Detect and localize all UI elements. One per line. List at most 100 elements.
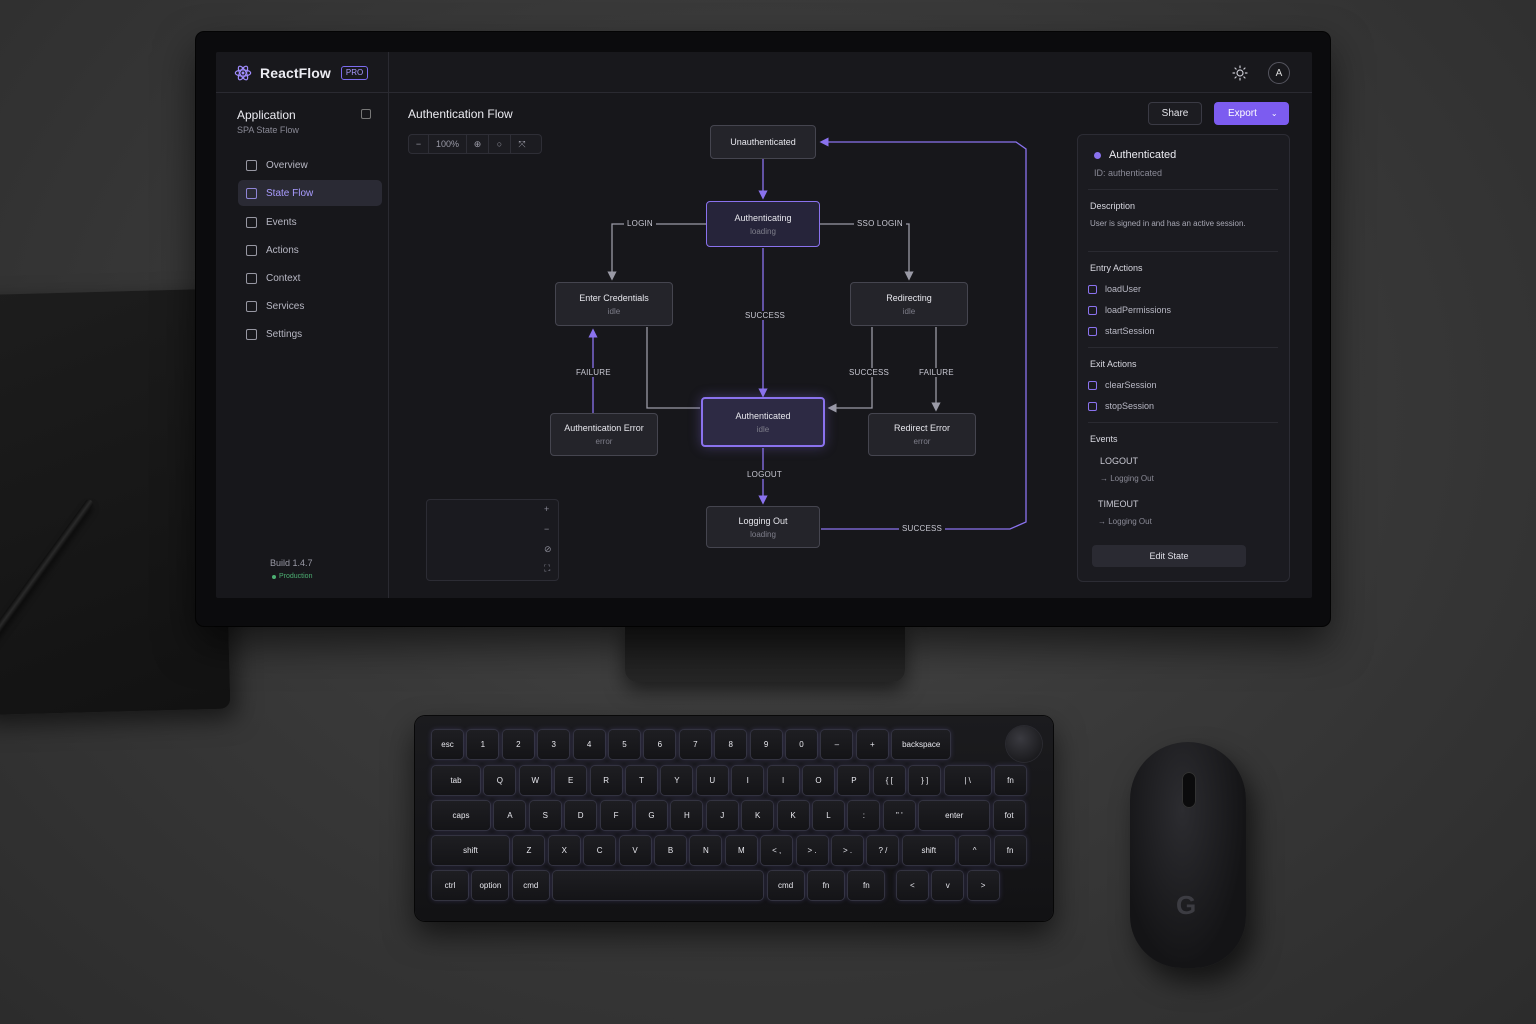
key[interactable]: : — [848, 801, 880, 830]
key[interactable]: + — [856, 730, 888, 759]
sidebar-item-settings[interactable]: Settings — [238, 321, 382, 347]
fullscreen-icon[interactable]: ⤧ — [518, 138, 526, 149]
node-redirecting[interactable]: Redirecting idle — [850, 282, 968, 326]
key[interactable]: K — [742, 801, 774, 830]
key[interactable]: esc — [432, 730, 463, 759]
key[interactable]: > . — [796, 836, 828, 865]
key[interactable]: 1 — [467, 730, 499, 759]
key[interactable]: 0 — [786, 730, 817, 759]
minimap-zoom-in-icon[interactable]: + — [544, 504, 550, 514]
key[interactable]: O — [803, 766, 834, 795]
key[interactable]: T — [626, 766, 657, 795]
key[interactable]: K — [777, 801, 809, 830]
exit-action-item[interactable]: stopSession — [1088, 401, 1154, 411]
key[interactable]: I — [767, 766, 799, 795]
key[interactable]: 9 — [750, 730, 782, 759]
theme-toggle-sun-icon[interactable] — [1232, 65, 1248, 81]
key[interactable]: option — [472, 871, 509, 900]
key[interactable]: V — [619, 836, 651, 865]
key[interactable]: fn — [995, 766, 1026, 795]
key[interactable]: A — [494, 801, 526, 830]
key[interactable]: enter — [919, 801, 990, 830]
key[interactable]: ctrl — [432, 871, 468, 900]
key[interactable]: R — [590, 766, 622, 795]
key[interactable]: Q — [484, 766, 516, 795]
key[interactable]: " ' — [883, 801, 915, 830]
key[interactable]: M — [725, 836, 757, 865]
node-enter-credentials[interactable]: Enter Credentials idle — [555, 282, 673, 326]
event-name[interactable]: TIMEOUT — [1098, 499, 1139, 509]
key[interactable]: < , — [761, 836, 793, 865]
key[interactable]: L — [813, 801, 844, 830]
avatar[interactable]: A — [1268, 62, 1290, 84]
key[interactable]: fot — [993, 801, 1025, 830]
sidebar-item-overview[interactable]: Overview — [238, 152, 382, 178]
sidebar-item-events[interactable]: Events — [238, 209, 382, 235]
key[interactable]: fn — [808, 871, 844, 900]
entry-action-item[interactable]: loadUser — [1088, 284, 1141, 294]
sidebar-item-context[interactable]: Context — [238, 265, 382, 291]
key[interactable]: X — [548, 836, 580, 865]
fit-view-icon[interactable]: ○ — [489, 135, 511, 153]
key[interactable]: Z — [513, 836, 545, 865]
key[interactable]: 8 — [715, 730, 747, 759]
key[interactable]: ? / — [867, 836, 899, 865]
key[interactable]: tab — [432, 766, 480, 795]
entry-action-item[interactable]: startSession — [1088, 326, 1155, 336]
event-name[interactable]: LOGOUT — [1100, 456, 1139, 466]
minimap-fit-icon[interactable]: ⛶ — [544, 563, 551, 573]
key[interactable]: 2 — [502, 730, 534, 759]
key[interactable]: ^ — [959, 836, 991, 865]
zoom-in-icon[interactable]: ⊕ — [467, 135, 489, 153]
key[interactable]: cmd — [767, 871, 804, 900]
key[interactable]: caps — [432, 801, 490, 830]
zoom-out-icon[interactable]: − — [409, 135, 429, 153]
key[interactable]: > — [967, 871, 999, 900]
key[interactable]: D — [565, 801, 597, 830]
node-authenticated[interactable]: Authenticated idle — [701, 397, 825, 447]
key[interactable]: B — [655, 836, 686, 865]
collapse-sidebar-icon[interactable] — [361, 109, 371, 119]
key[interactable]: G — [636, 801, 667, 830]
key[interactable]: P — [838, 766, 870, 795]
key[interactable]: H — [671, 801, 703, 830]
key[interactable]: shift — [432, 836, 509, 865]
key[interactable]: E — [555, 766, 587, 795]
key[interactable]: shift — [902, 836, 955, 865]
key[interactable]: U — [696, 766, 728, 795]
key[interactable]: 6 — [644, 730, 676, 759]
entry-action-item[interactable]: loadPermissions — [1088, 305, 1171, 315]
key[interactable]: I — [732, 766, 764, 795]
sidebar-item-services[interactable]: Services — [238, 293, 382, 319]
edit-state-button[interactable]: Edit State — [1092, 545, 1246, 567]
key[interactable] — [553, 871, 764, 900]
node-redirect-error[interactable]: Redirect Error error — [868, 413, 976, 456]
key[interactable]: fn — [994, 836, 1026, 865]
key[interactable]: S — [529, 801, 561, 830]
key[interactable]: J — [706, 801, 738, 830]
node-authenticating[interactable]: Authenticating loading — [706, 201, 820, 247]
exit-action-item[interactable]: clearSession — [1088, 380, 1157, 390]
share-button[interactable]: Share — [1148, 102, 1202, 125]
key[interactable]: 7 — [679, 730, 711, 759]
key[interactable]: backspace — [892, 730, 951, 759]
minimap-lock-icon[interactable]: ⊘ — [544, 544, 552, 554]
key[interactable]: Y — [661, 766, 693, 795]
minimap-zoom-out-icon[interactable]: − — [544, 524, 550, 534]
key[interactable]: F — [600, 801, 632, 830]
node-authentication-error[interactable]: Authentication Error error — [550, 413, 658, 456]
minimap[interactable] — [426, 499, 559, 581]
key[interactable]: { [ — [873, 766, 905, 795]
key[interactable]: > . — [832, 836, 863, 865]
key[interactable]: < — [896, 871, 928, 900]
key[interactable]: 4 — [573, 730, 605, 759]
key[interactable]: C — [584, 836, 616, 865]
key[interactable]: N — [690, 836, 722, 865]
sidebar-item-state-flow[interactable]: State Flow — [238, 180, 382, 206]
sidebar-item-actions[interactable]: Actions — [238, 237, 382, 263]
key[interactable]: fn — [848, 871, 885, 900]
key[interactable]: cmd — [512, 871, 549, 900]
node-logging-out[interactable]: Logging Out loading — [706, 506, 820, 548]
key[interactable]: 5 — [609, 730, 640, 759]
key[interactable]: 3 — [538, 730, 570, 759]
